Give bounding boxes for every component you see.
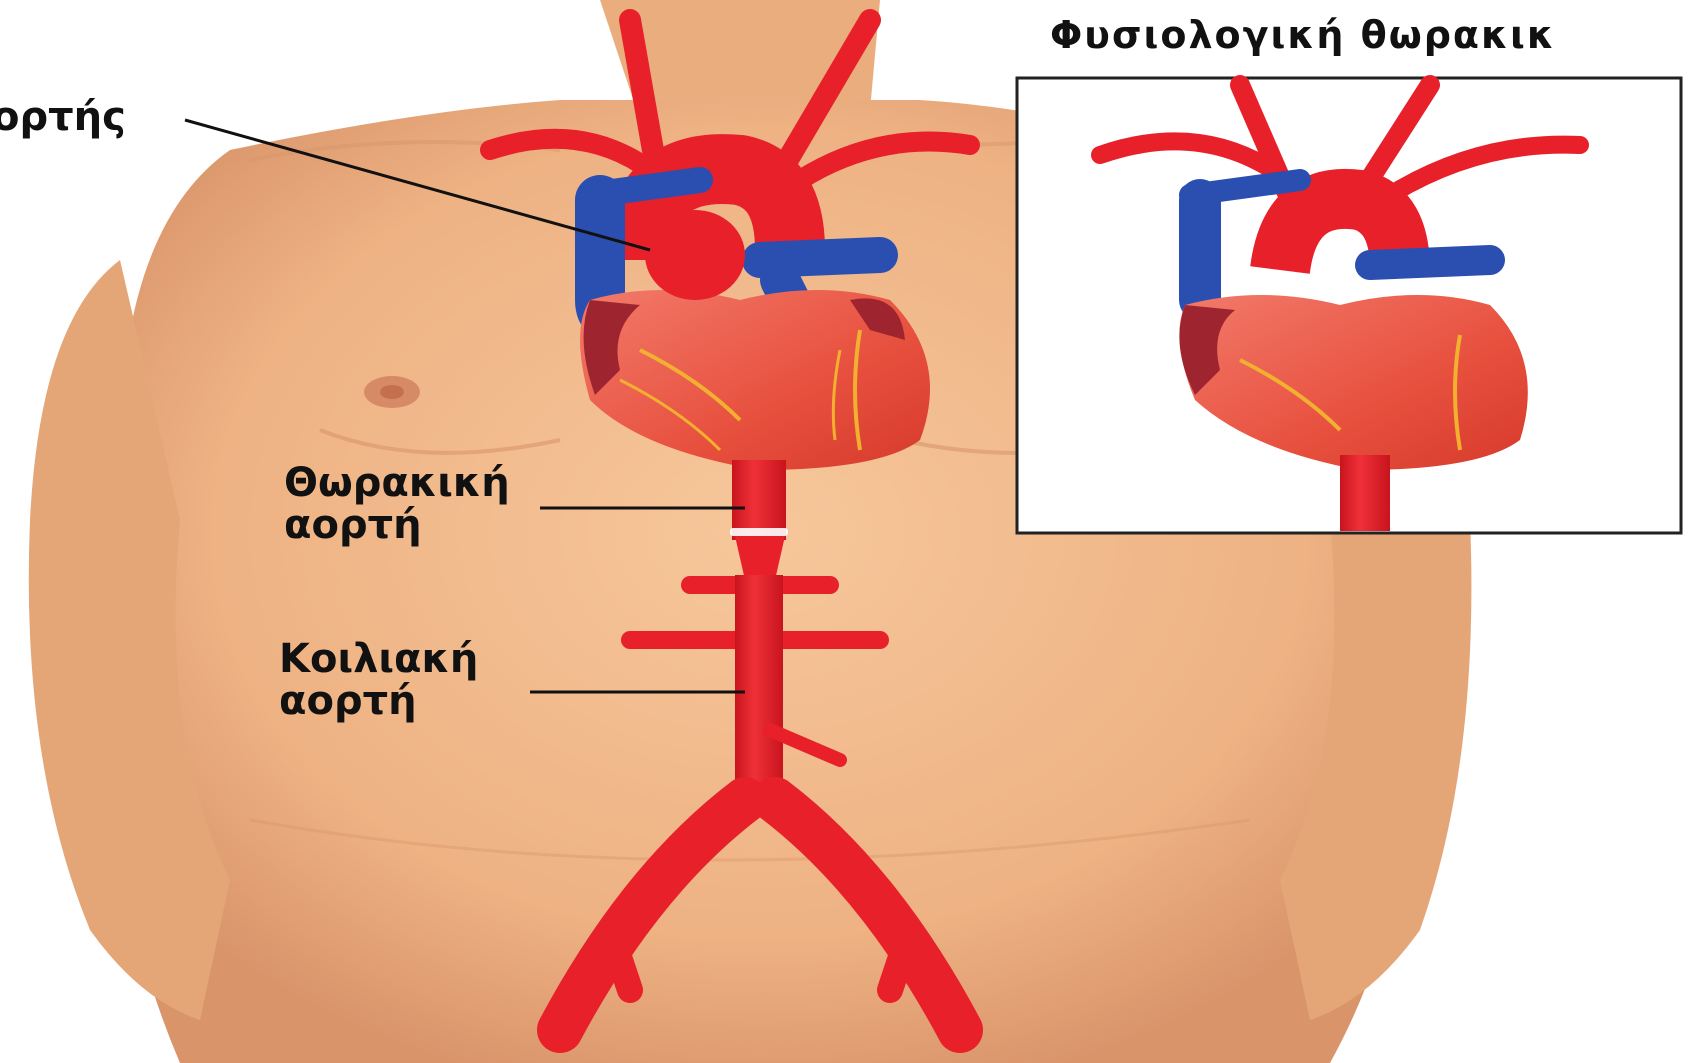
inset-title: Φυσιολογική θωρακικ bbox=[1050, 16, 1556, 56]
thoracic-aorta-label: Θωρακική αορτή bbox=[284, 462, 510, 546]
normal-anatomy-inset bbox=[1017, 78, 1681, 533]
thoracic-aorta-label-line2: αορτή bbox=[284, 504, 510, 546]
abdominal-aorta-label: Κοιλιακή αορτή bbox=[279, 638, 478, 722]
aortic-arch-label: ορτής bbox=[0, 96, 126, 138]
abdominal-aorta-label-line1: Κοιλιακή bbox=[279, 638, 478, 680]
thoracic-aorta-label-line1: Θωρακική bbox=[284, 462, 510, 504]
pulmonary-artery bbox=[760, 255, 880, 260]
abdominal-aorta-label-line2: αορτή bbox=[279, 680, 478, 722]
